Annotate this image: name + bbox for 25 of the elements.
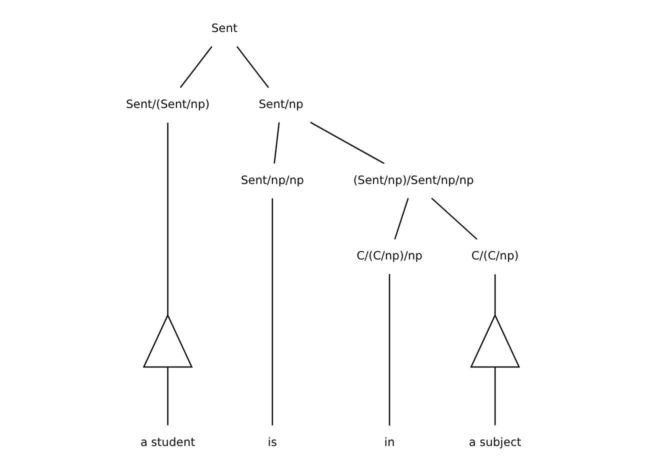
connector	[236, 46, 270, 88]
node-text: is	[268, 434, 278, 449]
connector	[167, 122, 168, 315]
connector	[494, 367, 496, 426]
connector	[431, 198, 478, 240]
connector	[180, 46, 212, 88]
node-text: Sent	[211, 21, 238, 36]
node-text: (Sent/np)/Sent/np/np	[353, 172, 474, 187]
node-text: in	[384, 434, 395, 449]
node-text: a subject	[468, 434, 522, 449]
node-text: Sent/np/np	[240, 172, 304, 187]
node-text: Sent/np	[258, 96, 304, 111]
connector	[494, 274, 496, 316]
node-triangle	[470, 314, 520, 368]
connector	[274, 122, 280, 164]
connector	[167, 367, 168, 426]
node-triangle	[142, 314, 193, 368]
node-text: a student	[140, 434, 196, 449]
node-text: Sent/(Sent/np)	[126, 96, 210, 111]
connector	[394, 198, 409, 240]
node-text: C/(C/np)	[471, 248, 519, 263]
node-text: C/(C/np)/np	[356, 248, 422, 263]
connector	[272, 198, 274, 426]
connector	[388, 274, 390, 426]
connector	[310, 122, 384, 164]
